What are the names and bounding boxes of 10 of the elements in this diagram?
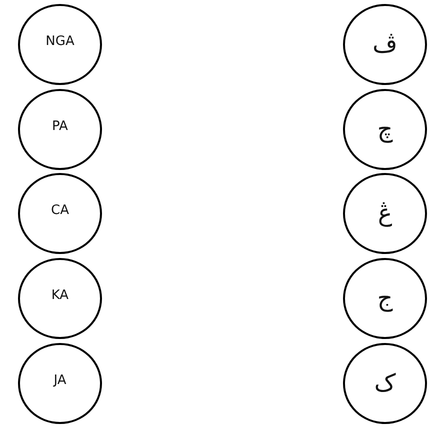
syllable-text: CA [51,203,69,218]
syllable-text: KA [51,288,69,303]
syllable-text: NGA [46,34,74,49]
jawi-letter: چ [377,115,393,144]
syllable-text: JA [54,373,66,388]
jawi-letter: ڤ [372,30,398,59]
jawi-letter: ج [377,284,393,313]
jawi-letter: ک [374,369,396,398]
jawi-letter: ڠ [378,199,392,228]
syllable-text: PA [52,119,68,134]
